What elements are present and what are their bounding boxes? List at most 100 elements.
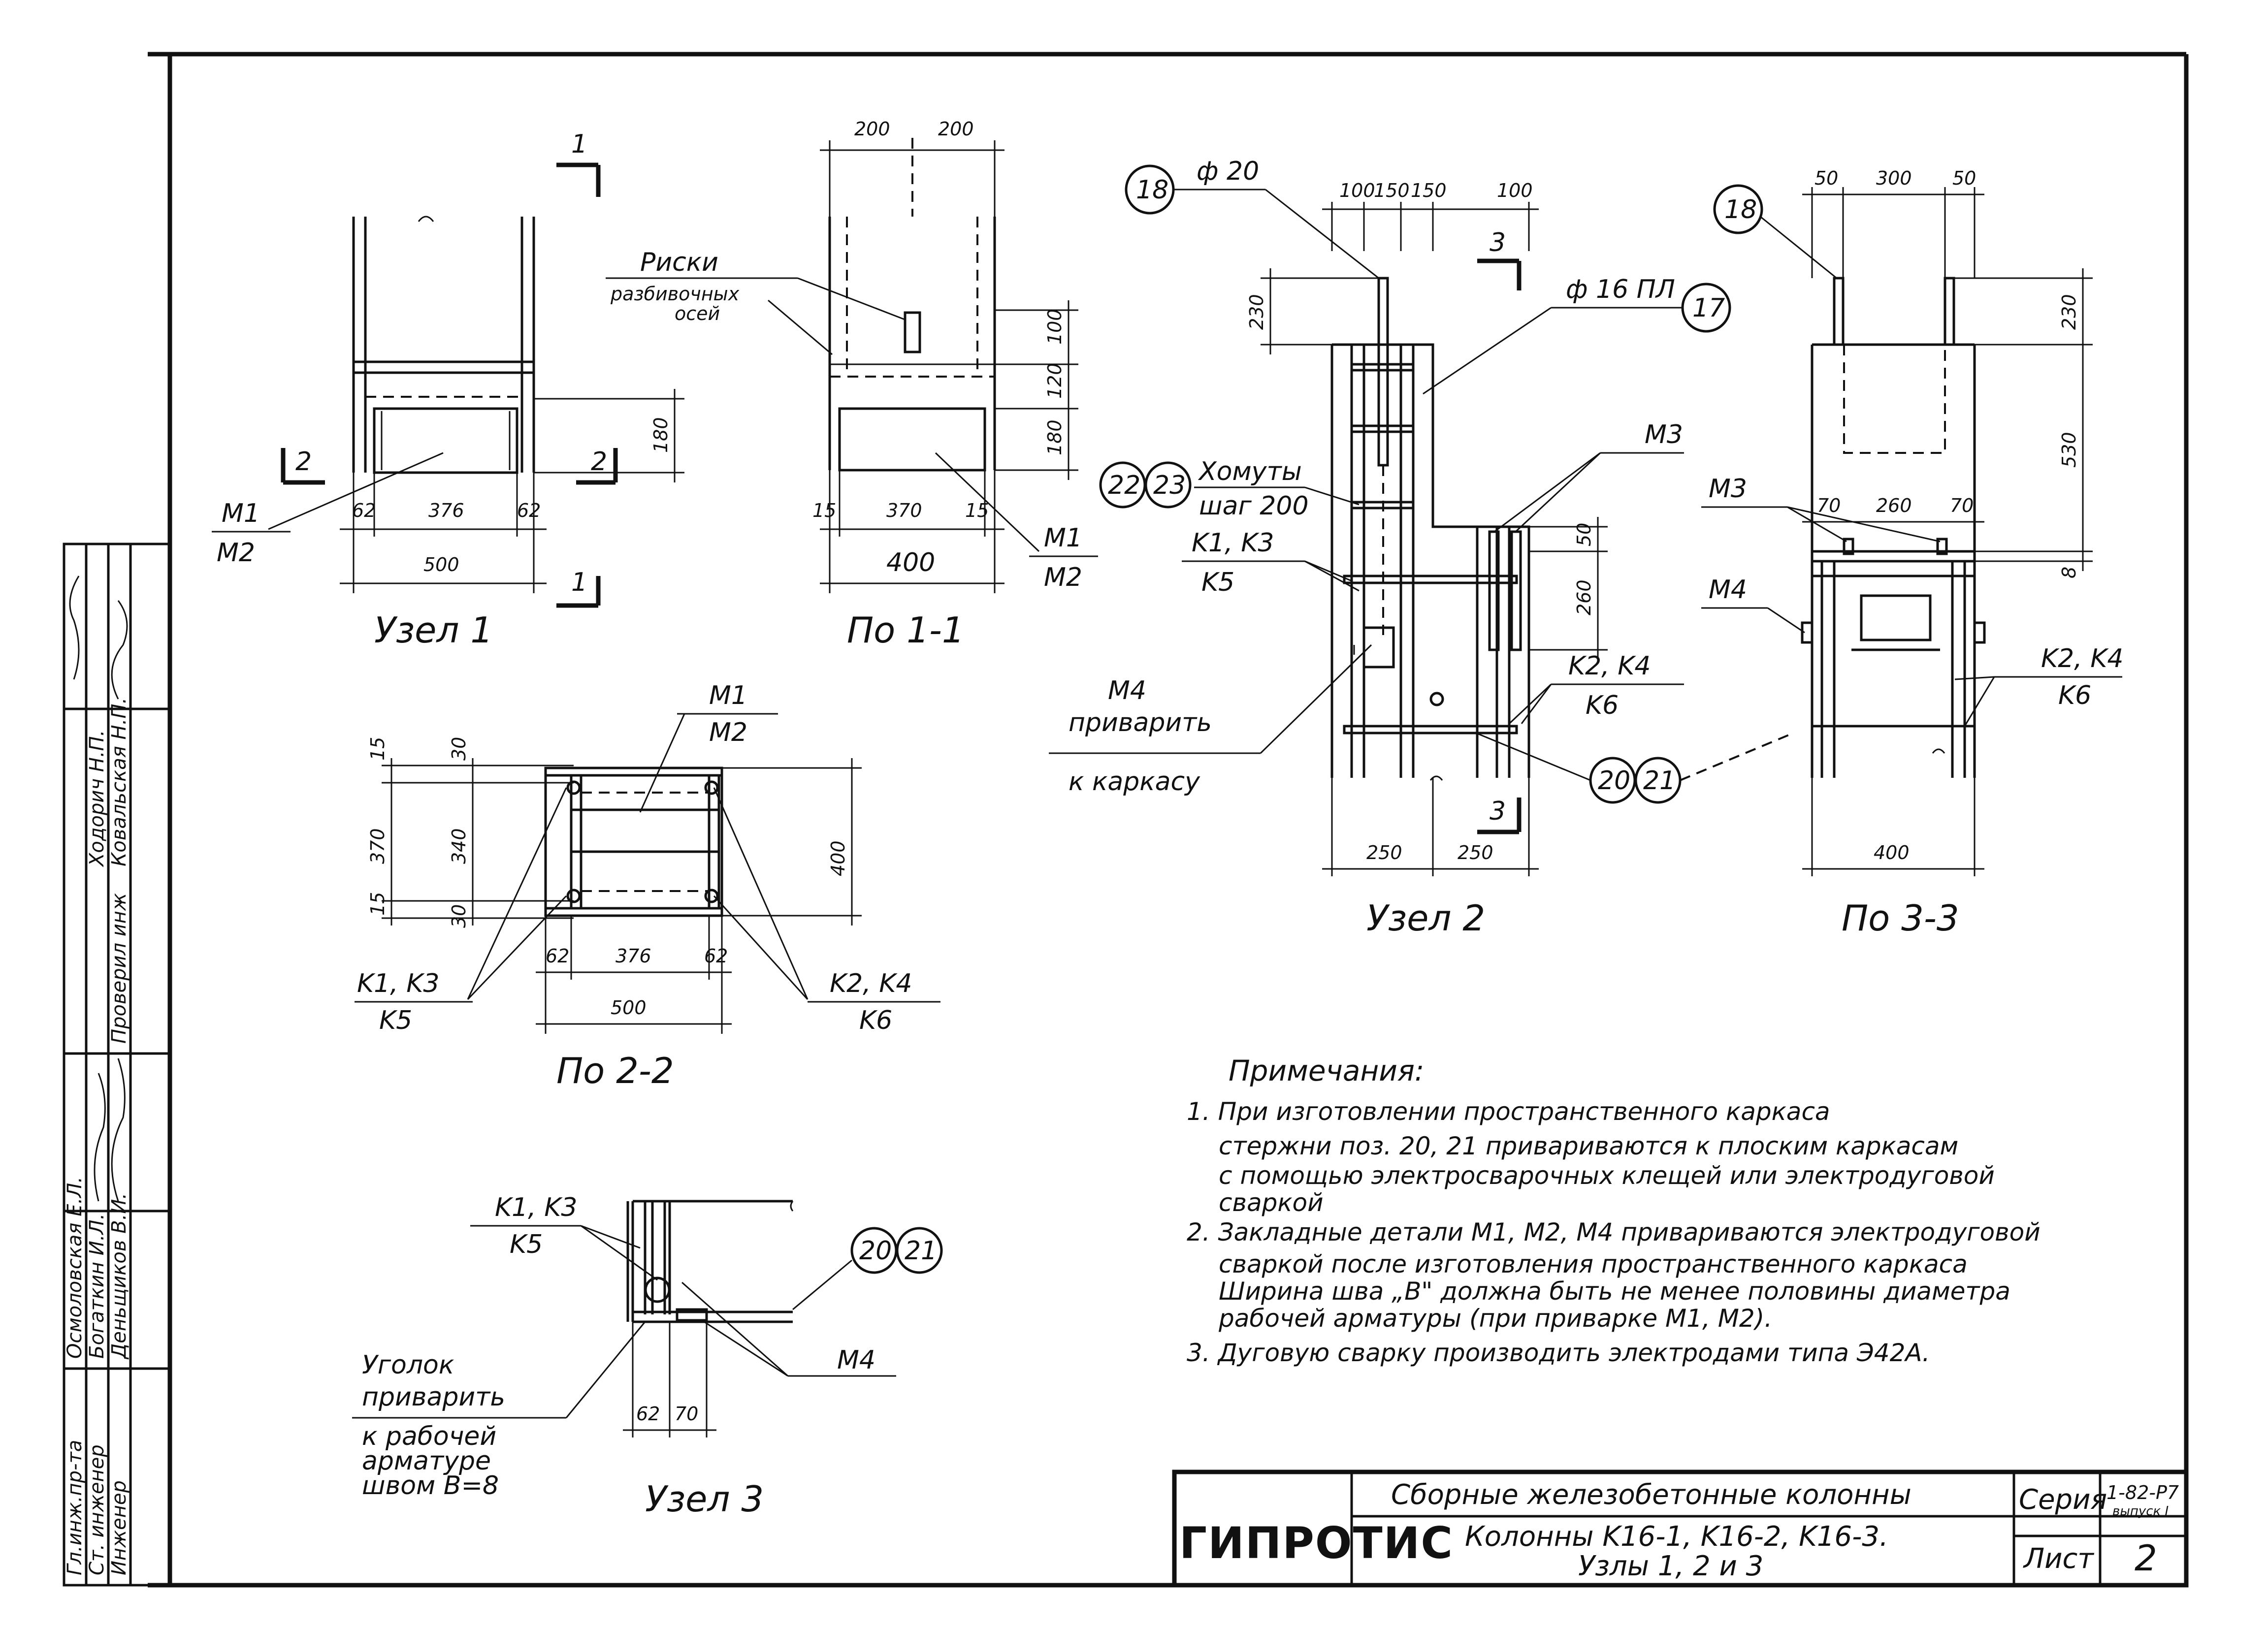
sec11-marks-label-1: Риски [640,248,718,277]
node2-bar-top: ф 20 [1197,157,1259,186]
sec22-right-frames-1: K2, K4 [830,969,912,998]
sec11-top-dim-1: 200 [854,118,890,140]
side-stamp: Гл.инж.пр-та Ст. инженер Инженер Осмолов… [63,543,171,1587]
sec22-right-dim: 400 [827,840,849,876]
node1-dim-height: 180 [650,417,672,453]
stamp-name-2: Богаткин И.Л. [86,1213,108,1359]
node2-m3: M3 [1645,420,1683,449]
signature-3 [94,1073,106,1202]
node2-rods-pos-2: 21 [1643,766,1676,796]
sec33-inner-dim-3: 70 [1950,495,1974,516]
sec33-frames-1: K2, K4 [2041,644,2123,673]
node-1-drawing: 1 1 2 2 180 62 376 62 500 M1 M2 Узел 1 [212,129,684,651]
node1-section2-left: 2 [295,447,312,477]
sec22-right-frames-2: K6 [859,1006,892,1035]
title-block-sheet-label: Лист [2023,1543,2094,1575]
node2-frames-left-1: K1, K3 [1192,528,1274,558]
node3-frames-1: K1, K3 [495,1193,577,1222]
note-line-9: 3. Дуговую сварку производить электродам… [1187,1339,1930,1367]
node2-title: Узел 2 [1366,897,1485,939]
sec22-left-dim-6: 30 [448,904,470,928]
node2-m4-label-2: приварить [1069,708,1212,737]
node2-top-dim-3: 150 [1411,180,1447,201]
sec11-title: По 1-1 [847,609,965,651]
node2-side-dim-1: 230 [1246,294,1267,330]
node3-bottom-dim-1: 62 [636,1403,660,1425]
sec22-bottom-dim-right: 62 [704,945,728,967]
sec22-title: По 2-2 [556,1050,674,1091]
section-1-1-drawing: 200 200 Риски разбивочных осей 100 120 1… [606,118,1098,651]
sec22-left-dim-4: 340 [448,828,470,864]
sec33-side-dim-2: 530 [2058,432,2080,468]
sec33-bar-pos: 18 [1724,195,1757,224]
sec33-pos-18-circle [1713,184,1763,234]
stamp-role-1: Гл.инж.пр-та [64,1440,86,1575]
sec33-frames-2: K6 [2058,681,2091,710]
node2-stirrups-pos-1: 22 [1108,471,1140,500]
notes-heading: Примечания: [1229,1054,1424,1087]
sec33-inner-dim-1: 70 [1817,495,1841,516]
stamp-check-role: Проверил инж [108,893,130,1044]
sec33-m3: M3 [1709,474,1747,504]
node2-stirrups-label-2: шаг 200 [1199,491,1309,521]
node2-bar-main: ф 16 ПЛ [1566,275,1675,304]
node2-side-dim-3: 260 [1573,579,1595,615]
node2-bar-main-pos: 17 [1692,293,1725,323]
node3-rods-pos-1: 20 [859,1236,892,1266]
note-line-4: сваркой [1219,1188,1324,1217]
node3-m4: M4 [837,1345,875,1375]
note-line-2: стержни поз. 20, 21 привариваются к плос… [1219,1132,1958,1160]
title-block-title: Сборные железобетонные колонны [1391,1479,1912,1511]
node3-angle-label-4: арматуре [362,1446,491,1476]
sec33-m4: M4 [1709,575,1747,605]
node2-side-dim-2: 50 [1573,523,1595,546]
title-block-subtitle-1: Колонны K16-1, K16-2, K16-3. [1465,1521,1888,1553]
title-block: ГИПРОТИС Сборные железобетонные колонны … [1172,1469,2189,1588]
node1-section-mark-bottom: 1 [571,568,587,597]
signature-4 [111,1058,126,1202]
title-block-series-value: 1-82-Р7 [2106,1482,2179,1503]
node2-m4-label-1: M4 [1108,676,1146,705]
sec11-side-dim-1: 100 [1044,309,1066,345]
sec11-marks-label-2: разбивочных [610,283,740,305]
note-line-6: сваркой после изготовления пространствен… [1219,1250,1968,1278]
note-line-8: рабочей арматуры (при приварке M1, M2). [1218,1304,1772,1333]
sec22-left-dim-3: 370 [367,828,389,864]
sec11-side-dim-3: 180 [1044,419,1066,455]
node2-frames-right-2: K6 [1586,691,1619,720]
node2-pos-23-circle [1144,461,1192,509]
sec22-bottom-dim-left: 62 [546,945,569,967]
sec11-bottom-dim-right: 15 [965,500,989,521]
sec33-bottom-dim: 400 [1874,842,1910,863]
sec22-left-dim-2: 30 [448,737,470,761]
sec33-title: По 3-3 [1842,897,1959,939]
node-3-drawing: K1, K3 K5 20 21 M4 Уголок приварить к ра… [352,1193,943,1520]
node2-pos-17-circle [1681,283,1731,333]
node2-bottom-dim-1: 250 [1366,842,1402,863]
sec33-side-dim-3: 8 [2058,567,2080,578]
sec33-top-dim-1: 50 [1814,167,1838,189]
sec11-bottom-dim-mid: 370 [886,500,922,521]
signature-1 [69,575,80,680]
title-block-series-label: Серия [2019,1484,2107,1516]
node3-pos-21-circle [896,1227,943,1274]
node3-bottom-dim-2: 70 [675,1403,698,1425]
node3-angle-label-2: приварить [362,1382,505,1412]
sec11-bottom-dim-left: 15 [812,500,836,521]
node3-frames-2: K5 [510,1230,543,1259]
node2-bar-top-pos: 18 [1136,175,1168,205]
stamp-check-name: Ковальская Н.П. [108,698,130,866]
node2-top-dim-2: 150 [1374,180,1410,201]
stamp-name-1: Осмоловская Е.Л. [64,1177,86,1359]
title-block-sheet-value: 2 [2135,1537,2157,1579]
sec11-top-dim-2: 200 [938,118,974,140]
node3-angle-label-5: швом B=8 [362,1471,499,1500]
sec11-bottom-dim-total: 400 [886,548,935,577]
node2-bottom-dim-2: 250 [1458,842,1493,863]
section-2-2-drawing: M1 M2 15 30 370 340 15 30 400 62 376 62 … [355,681,940,1091]
note-line-1: 1. При изготовлении пространственного ка… [1187,1097,1830,1126]
node1-section2-right: 2 [591,447,607,477]
sec33-side-dim-1: 230 [2058,294,2080,330]
node2-section-mark-bottom: 3 [1490,797,1506,826]
